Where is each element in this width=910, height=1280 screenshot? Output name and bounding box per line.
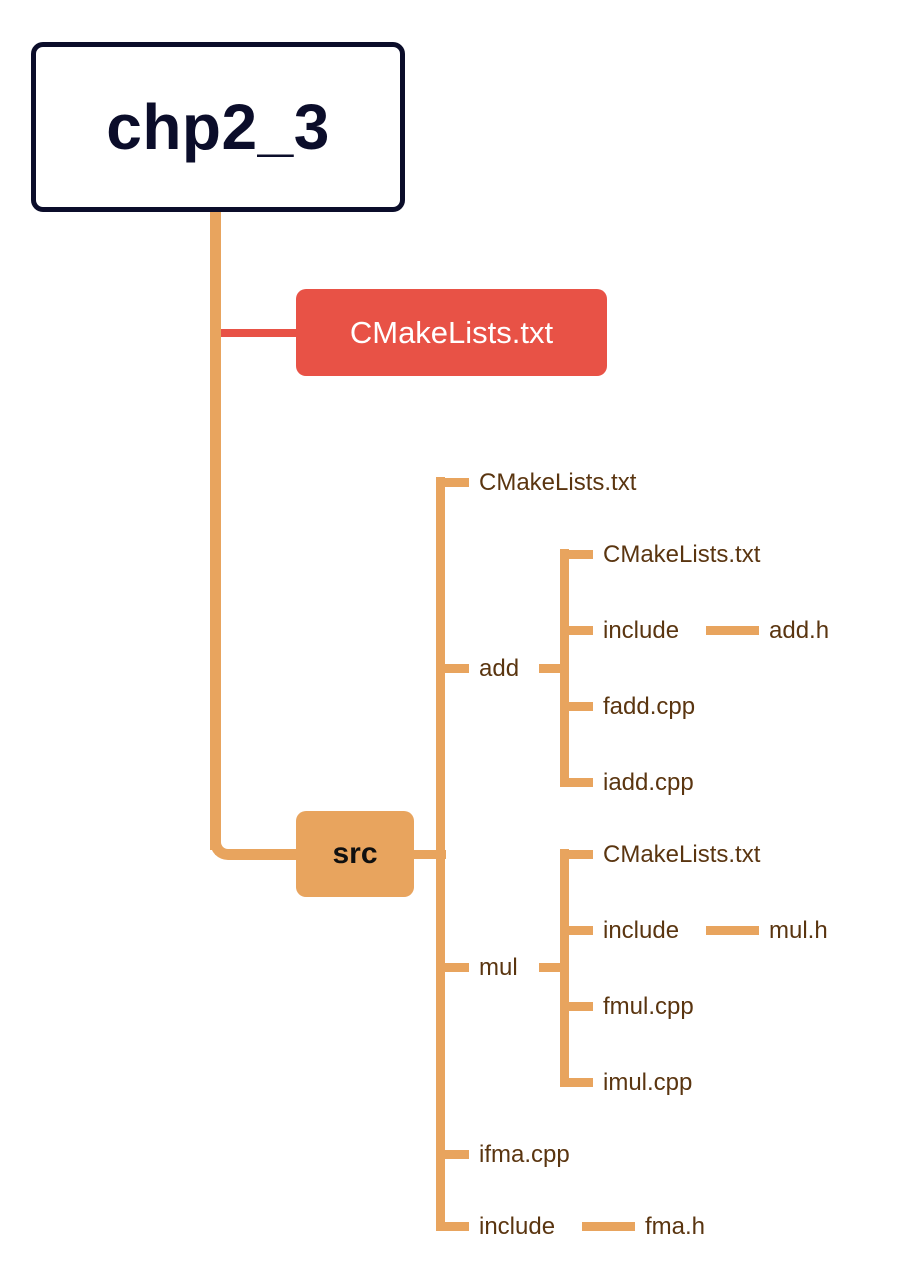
src-tick-ifma <box>436 1150 469 1159</box>
mul-include-folder-item[interactable]: include <box>603 917 680 944</box>
add-cmakelists-item[interactable]: CMakeLists.txt <box>603 541 761 568</box>
ifma-file-item[interactable]: ifma.cpp <box>479 1141 570 1168</box>
root-to-cmake-line <box>221 329 297 337</box>
iadd-file-item[interactable]: iadd.cpp <box>603 769 694 796</box>
add-tick-iadd <box>560 778 593 787</box>
fadd-file-item[interactable]: fadd.cpp <box>603 693 696 720</box>
add-tick-fadd <box>560 702 593 711</box>
add-out-line <box>539 664 569 673</box>
src-tick-add <box>436 664 469 673</box>
mul-tick-fmul <box>560 1002 593 1011</box>
top-cmakelists-node[interactable]: CMakeLists.txt <box>296 289 607 376</box>
root-trunk-line <box>210 207 221 850</box>
src-include-to-file-line <box>582 1222 635 1231</box>
mul-cmakelists-item[interactable]: CMakeLists.txt <box>603 841 761 868</box>
mul-h-file-item[interactable]: mul.h <box>769 917 828 944</box>
mul-tick-include <box>560 926 593 935</box>
add-folder-item[interactable]: add <box>479 655 520 682</box>
imul-file-item[interactable]: imul.cpp <box>603 1069 693 1096</box>
mul-out-line <box>539 963 569 972</box>
root-to-src-line <box>232 849 298 860</box>
src-out-line <box>414 850 446 859</box>
mul-children-bracket <box>560 849 569 1087</box>
add-include-folder-item[interactable]: include <box>603 617 680 644</box>
src-include-folder-item[interactable]: include <box>479 1213 556 1240</box>
mul-tick-imul <box>560 1078 593 1087</box>
top-cmakelists-label: CMakeLists.txt <box>349 314 554 350</box>
fmul-file-item[interactable]: fmul.cpp <box>603 993 694 1020</box>
src-tick-include <box>436 1222 469 1231</box>
root-label: chp2_3 <box>106 91 330 163</box>
add-include-to-file-line <box>706 626 759 635</box>
src-node[interactable]: src <box>296 811 414 897</box>
add-h-file-item[interactable]: add.h <box>769 617 830 644</box>
add-tick-include <box>560 626 593 635</box>
src-tick-mul <box>436 963 469 972</box>
src-cmakelists-item[interactable]: CMakeLists.txt <box>479 469 637 496</box>
add-tick-cmake <box>560 550 593 559</box>
add-children-bracket <box>560 549 569 787</box>
src-tick-cmake <box>436 478 469 487</box>
root-trunk-corner <box>210 830 240 860</box>
src-children-bracket <box>436 477 445 1231</box>
src-label: src <box>332 837 378 870</box>
mul-folder-item[interactable]: mul <box>479 954 518 981</box>
fma-h-file-item[interactable]: fma.h <box>645 1213 706 1240</box>
root-node[interactable]: chp2_3 <box>31 42 405 212</box>
mul-include-to-file-line <box>706 926 759 935</box>
mul-tick-cmake <box>560 850 593 859</box>
